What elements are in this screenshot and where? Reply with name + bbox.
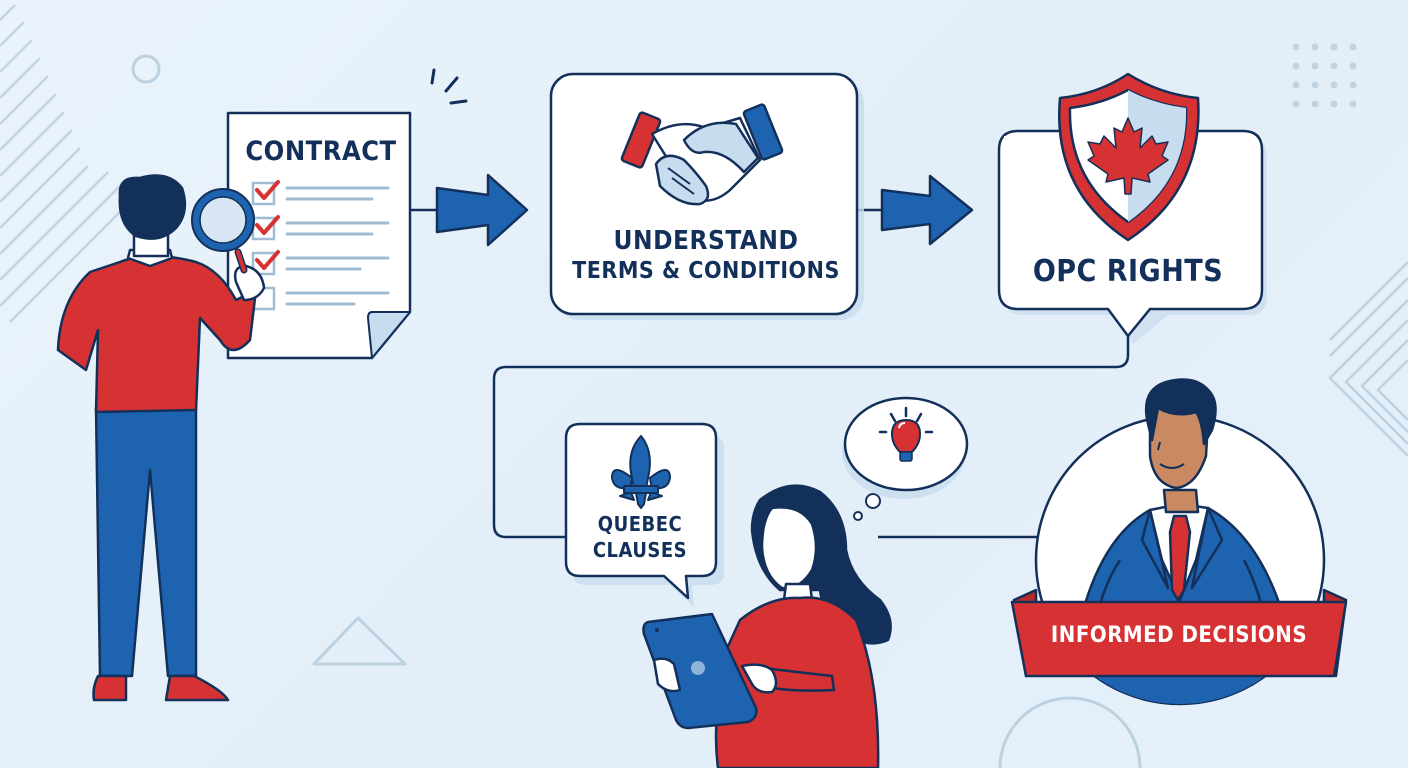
background-ring-decoration — [131, 54, 161, 84]
magnifying-glass-icon — [192, 189, 254, 251]
contract-document — [226, 111, 412, 360]
flow-arrow-2-icon — [880, 174, 974, 246]
opc-rights-box — [997, 72, 1267, 344]
flow-connector-lines — [410, 208, 1130, 539]
quebec-title: QUEBEC — [597, 512, 683, 536]
woman-with-tablet-illustration — [642, 484, 892, 768]
fleur-de-lis-icon — [611, 435, 671, 509]
background-dot-grid-decoration — [1292, 43, 1357, 108]
contract-checklist — [251, 180, 390, 311]
lightbulb-icon — [878, 406, 934, 462]
handshake-icon — [620, 103, 784, 206]
understand-title: UNDERSTAND — [613, 226, 799, 256]
informed-decisions-medallion — [1010, 378, 1348, 706]
maple-leaf-icon — [1087, 117, 1169, 195]
contract-title: CONTRACT — [245, 136, 397, 167]
spark-lines-icon — [430, 68, 468, 105]
man-with-magnifying-glass-illustration — [56, 174, 266, 702]
background-stripes-decoration — [0, 4, 133, 323]
informed-decisions-banner — [1010, 588, 1348, 678]
terms-conditions-title: TERMS & CONDITIONS — [572, 258, 840, 284]
clauses-title: CLAUSES — [592, 538, 688, 562]
informed-decisions-title: INFORMED DECISIONS — [1050, 623, 1308, 648]
tablet-icon — [642, 612, 758, 730]
background-chevrons-decoration — [1328, 261, 1408, 457]
maple-leaf-shield-icon — [1058, 72, 1200, 242]
background-arc-decoration — [998, 696, 1142, 768]
opc-rights-title: OPC RIGHTS — [1032, 254, 1224, 289]
thought-bubble — [842, 396, 969, 521]
background-triangle-decoration — [312, 616, 407, 666]
quebec-clauses-box — [564, 422, 724, 607]
understand-terms-box — [549, 72, 864, 320]
flow-arrow-1-icon — [435, 173, 529, 247]
